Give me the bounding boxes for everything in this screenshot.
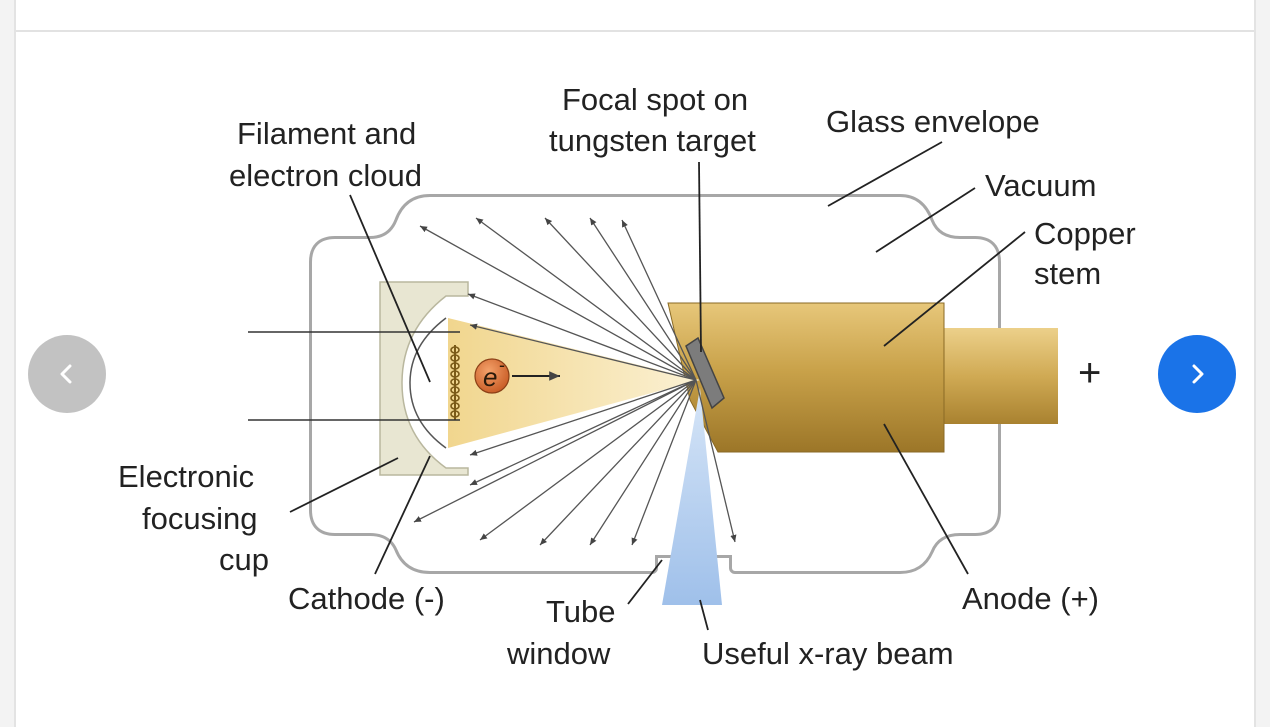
tungsten-target — [685, 336, 725, 410]
copper-stem — [944, 328, 1058, 424]
electron-charge: - — [499, 355, 505, 375]
electron-symbol: e — [483, 362, 497, 392]
label-copper-line1: Copper — [1034, 216, 1136, 251]
label-filament-line2: electron cloud — [229, 158, 422, 193]
label-focal-line1: Focal spot on — [562, 82, 748, 117]
label-vacuum: Vacuum — [985, 168, 1096, 203]
label-focusing-line1: Electronic — [118, 459, 254, 494]
filament-coil — [450, 345, 460, 420]
electron: e - — [474, 355, 560, 394]
label-focusing-line3: cup — [219, 542, 269, 577]
label-focusing-line2: focusing — [142, 501, 257, 536]
label-tube-window-line1: Tube — [546, 594, 616, 629]
chevron-right-icon — [1192, 364, 1204, 384]
carousel-next-button[interactable] — [1158, 335, 1236, 413]
leader-lines — [289, 141, 1026, 631]
focusing-cup — [379, 281, 469, 476]
scatter-arrows — [413, 217, 737, 546]
label-copper-line2: stem — [1034, 256, 1101, 291]
label-tube-window-line2: window — [506, 636, 611, 671]
label-xray-beam: Useful x-ray beam — [702, 636, 954, 671]
carousel-prev-button[interactable] — [28, 335, 106, 413]
electron-stream — [448, 318, 700, 448]
label-glass-envelope: Glass envelope — [826, 104, 1040, 139]
label-anode: Anode (+) — [962, 581, 1099, 616]
chevron-left-icon — [60, 364, 72, 384]
xray-beam — [662, 388, 722, 605]
label-cathode: Cathode (-) — [288, 581, 445, 616]
label-focal-line2: tungsten target — [549, 123, 756, 158]
label-filament-line1: Filament and — [237, 116, 416, 151]
card-top-bar — [16, 0, 1254, 32]
label-plus-terminal: + — [1078, 351, 1101, 395]
